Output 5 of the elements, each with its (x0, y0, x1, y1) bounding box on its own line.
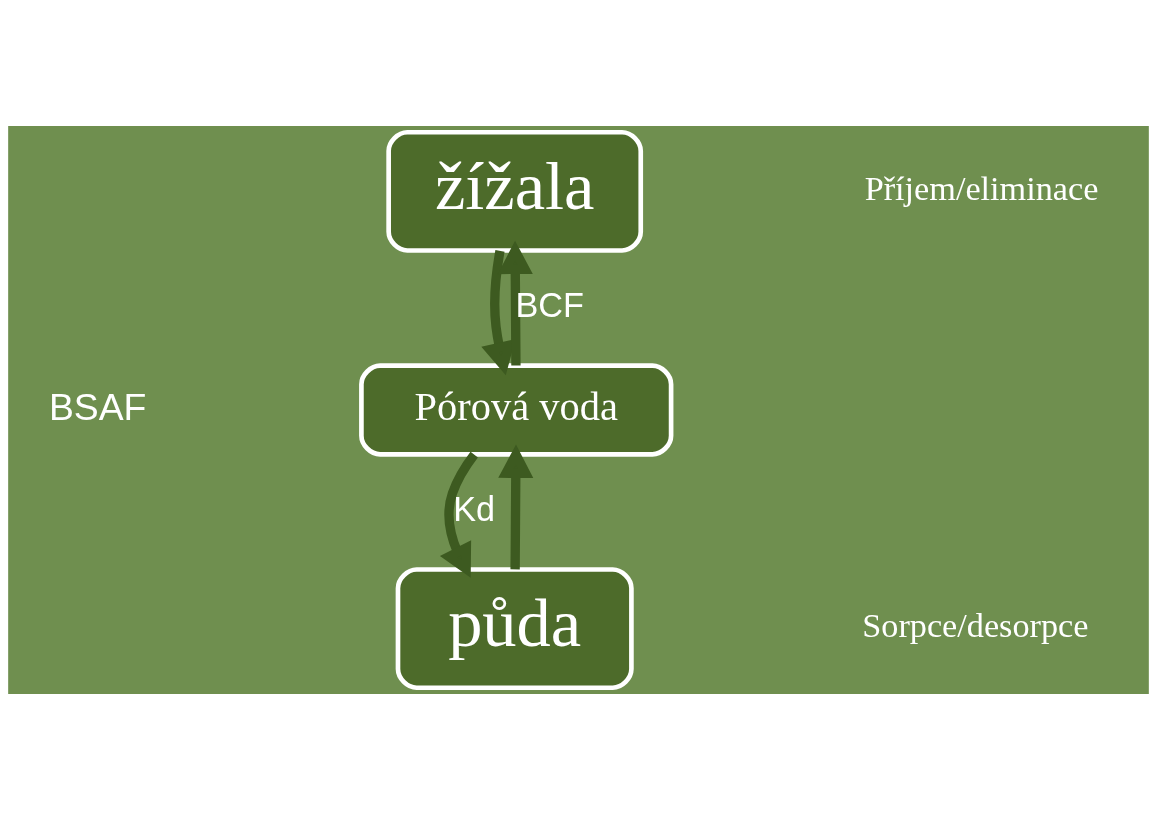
label: Příjem/eliminace (864, 169, 1099, 208)
edge-label: Kd (453, 489, 496, 528)
edge-label: BCF (515, 285, 584, 324)
label: BSAF (48, 385, 147, 428)
label: Sorpce/desorpce (862, 606, 1089, 645)
